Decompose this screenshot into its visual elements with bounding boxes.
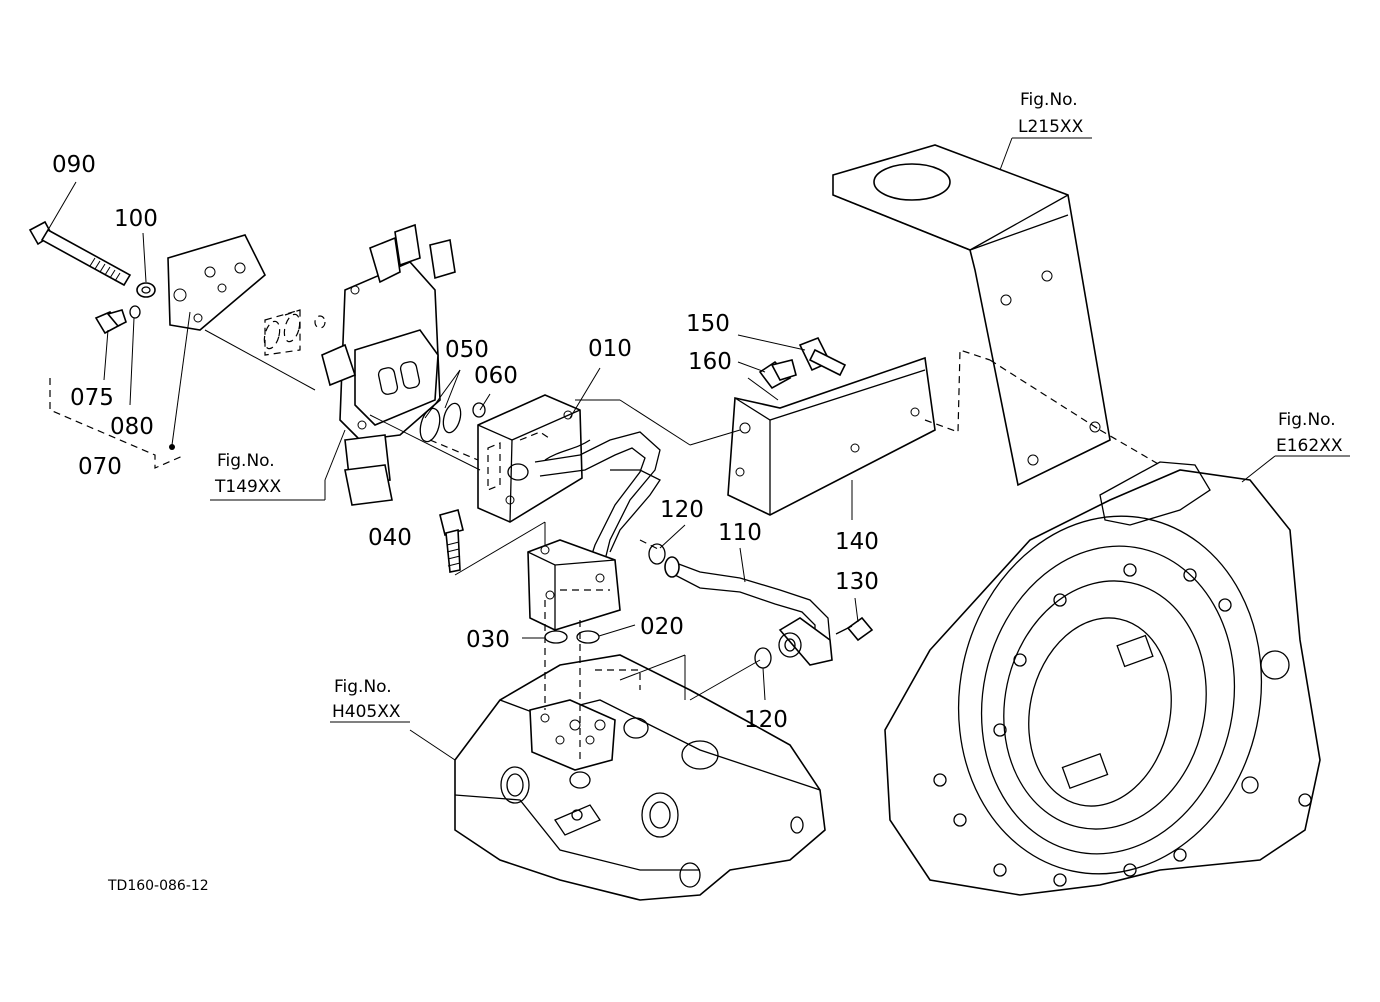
label-120-upper: 120: [660, 497, 704, 523]
fig-ref-e162-line1: Fig.No.: [1278, 410, 1336, 430]
manifold-010-part: [477, 394, 583, 523]
bolt-130-part: [835, 616, 874, 642]
fig-ref-e162-line2: E162XX: [1276, 436, 1343, 456]
fig-ref-h405-line1: Fig.No.: [334, 677, 392, 697]
o-ring-030-part: [544, 630, 568, 644]
pipe-block-part: [527, 539, 621, 631]
drawing-code: TD160-086-12: [107, 878, 209, 894]
fig-ref-l215-line1: Fig.No.: [1020, 90, 1078, 110]
label-080: 080: [110, 414, 154, 440]
label-020: 020: [640, 614, 684, 640]
fig-ref-t149-line1: Fig.No.: [217, 451, 275, 471]
label-100: 100: [114, 206, 158, 232]
bolt-150-part: [798, 336, 847, 377]
bolt-090-part: [28, 220, 156, 298]
label-060: 060: [474, 363, 518, 389]
bolt-160-part: [758, 359, 797, 390]
control-valve-part: [264, 223, 456, 506]
pipe-110-part: [664, 556, 833, 666]
figure-references: Fig.No. L215XX Fig.No. E162XX Fig.No. T1…: [214, 90, 1343, 722]
housing-part: [884, 461, 1321, 896]
fig-ref-t149-line2: T149XX: [214, 477, 281, 497]
bracket-part: [832, 144, 1111, 487]
plate-140-part: [727, 356, 936, 516]
leader-lines: [47, 137, 1350, 761]
label-070: 070: [78, 454, 122, 480]
label-110: 110: [718, 520, 762, 546]
o-rings-050-part: [263, 313, 486, 443]
label-040: 040: [368, 525, 412, 551]
label-130: 130: [835, 569, 879, 595]
bolt-040-part: [439, 509, 464, 573]
label-140: 140: [835, 529, 879, 555]
label-075: 075: [70, 385, 114, 411]
fig-ref-l215-line2: L215XX: [1018, 117, 1084, 137]
part-labels: 090 100 075 080 070 050 060 010 150 160 …: [52, 152, 879, 733]
fig-ref-h405-line2: H405XX: [332, 702, 401, 722]
o-ring-120-lower-part: [754, 647, 772, 669]
pipe-010-part: [534, 431, 661, 561]
label-030: 030: [466, 627, 510, 653]
mounting-plate-part: [167, 234, 266, 331]
hydraulic-block-part: [454, 654, 826, 901]
label-090: 090: [52, 152, 96, 178]
label-120-lower: 120: [744, 707, 788, 733]
label-010: 010: [588, 336, 632, 362]
o-ring-120-upper-part: [648, 543, 666, 565]
label-150: 150: [686, 311, 730, 337]
label-050: 050: [445, 337, 489, 363]
label-160: 160: [688, 349, 732, 375]
o-ring-020-part: [576, 630, 600, 644]
plug-075-part: [94, 305, 141, 335]
